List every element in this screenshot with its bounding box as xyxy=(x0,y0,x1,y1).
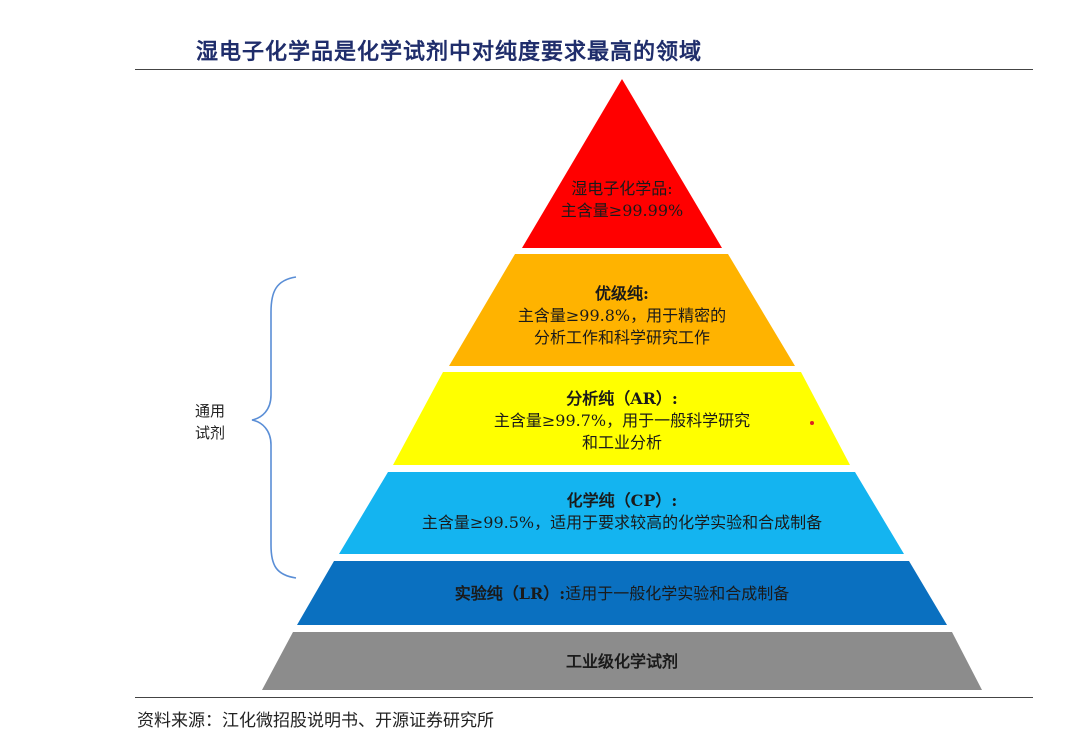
level-laboratory-text: 实验纯（LR）:适用于一般化学实验和合成制备 xyxy=(454,584,790,603)
pyramid-level-industrial xyxy=(262,632,982,690)
level-guaranteed-text: 优级纯: 主含量≥99.8%，用于精密的 分析工作和科学研究工作 xyxy=(517,284,727,347)
source-note: 资料来源：江化微招股说明书、开源证券研究所 xyxy=(137,711,494,731)
brace-label: 通用 试剂 xyxy=(194,402,225,442)
pyramid-level-analytical xyxy=(393,372,850,465)
title-divider xyxy=(135,69,1033,70)
page-title: 湿电子化学品是化学试剂中对纯度要求最高的领域 xyxy=(196,39,703,65)
brace xyxy=(251,276,297,579)
pyramid-level-electronic xyxy=(522,79,722,248)
level-industrial-text: 工业级化学试剂 xyxy=(565,652,679,671)
level-electronic-text: 湿电子化学品: 主含量≥99.99% xyxy=(560,179,684,220)
marker-dot xyxy=(810,421,814,425)
level-analytical-text: 分析纯（AR）: 主含量≥99.7%，用于一般科学研究 和工业分析 xyxy=(493,389,751,452)
pyramid-level-laboratory xyxy=(297,561,947,625)
source-divider xyxy=(135,697,1033,698)
pyramid-level-guaranteed xyxy=(449,254,795,366)
pyramid-level-chemically-pure xyxy=(339,472,904,554)
level-chemically-pure-text: 化学纯（CP）: 主含量≥99.5%，适用于要求较高的化学实验和合成制备 xyxy=(421,491,823,532)
